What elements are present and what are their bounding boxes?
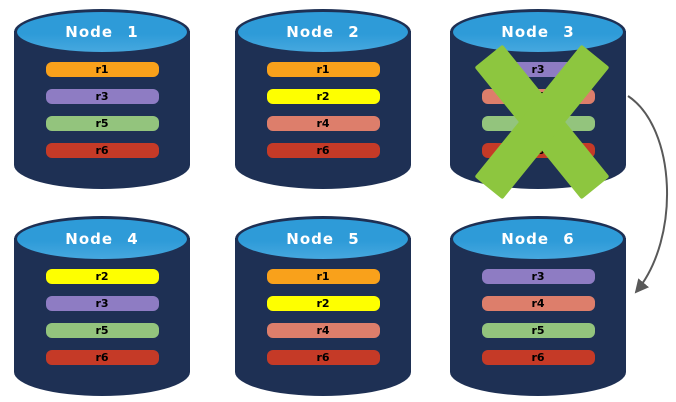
- replica-label: r2: [316, 90, 330, 103]
- replica-bar-r4: r4: [481, 296, 595, 311]
- replica-label: r6: [531, 351, 545, 364]
- replica-bar-r3: r3: [45, 89, 159, 104]
- replica-label: r2: [95, 270, 109, 283]
- cylinder-body: [235, 238, 411, 396]
- node-cylinder-5: Node 5 r1 r2 r4 r6: [235, 216, 411, 396]
- node-title: Node 3: [501, 23, 575, 41]
- replica-bar-r3: r3: [45, 296, 159, 311]
- cylinder-top: Node 6: [450, 216, 626, 262]
- cylinder-top: Node 2: [235, 9, 411, 55]
- node-title: Node 2: [286, 23, 360, 41]
- node-cylinder-1: Node 1 r1 r3 r5 r6: [14, 9, 190, 189]
- replica-bar-r6: r6: [266, 350, 380, 365]
- cylinder-body: [450, 238, 626, 396]
- replica-label: r4: [531, 297, 545, 310]
- node-title: Node 1: [65, 23, 139, 41]
- node-cylinder-4: Node 4 r2 r3 r5 r6: [14, 216, 190, 396]
- replica-bar-r4: r4: [266, 116, 380, 131]
- replica-label: r4: [316, 324, 330, 337]
- cylinder-top: Node 1: [14, 9, 190, 55]
- replica-label: r1: [316, 270, 330, 283]
- cylinder-body: [235, 31, 411, 189]
- replica-label: r2: [316, 297, 330, 310]
- replica-list: r1 r3 r5 r6: [14, 62, 190, 158]
- replica-bar-r5: r5: [45, 323, 159, 338]
- replica-list: r1 r2 r4 r6: [235, 269, 411, 365]
- replica-label: r6: [95, 144, 109, 157]
- replica-list: r1 r2 r4 r6: [235, 62, 411, 158]
- cylinder-top: Node 3: [450, 9, 626, 55]
- replica-label: r1: [95, 63, 109, 76]
- replica-bar-r3: r3: [481, 269, 595, 284]
- replica-bar-r1: r1: [266, 269, 380, 284]
- replica-bar-r6: r6: [45, 143, 159, 158]
- replica-bar-r4: r4: [266, 323, 380, 338]
- replica-bar-r1: r1: [45, 62, 159, 77]
- replica-bar-r6: r6: [45, 350, 159, 365]
- replica-bar-r5: r5: [45, 116, 159, 131]
- cylinder-body: [14, 31, 190, 189]
- node-cylinder-6: Node 6 r3 r4 r5 r6: [450, 216, 626, 396]
- node-cylinder-3: Node 3r3r4r5r6: [450, 9, 626, 199]
- node-title: Node 6: [501, 230, 575, 248]
- replica-bar-r6: r6: [266, 143, 380, 158]
- replica-bar-r1: r1: [266, 62, 380, 77]
- cylinder-body: [14, 238, 190, 396]
- node-cylinder-2: Node 2 r1 r2 r4 r6: [235, 9, 411, 189]
- replica-bar-r5: r5: [481, 323, 595, 338]
- replica-label: r6: [316, 144, 330, 157]
- replica-label: r6: [316, 351, 330, 364]
- replica-bar-r2: r2: [45, 269, 159, 284]
- replica-label: r5: [531, 324, 545, 337]
- replica-label: r3: [531, 270, 545, 283]
- replica-list: r3 r4 r5 r6: [450, 269, 626, 365]
- replica-label: r3: [531, 63, 545, 76]
- replica-bar-r2: r2: [266, 89, 380, 104]
- cylinder-top: Node 5: [235, 216, 411, 262]
- node-title: Node 5: [286, 230, 360, 248]
- cylinder-top: Node 4: [14, 216, 190, 262]
- replica-label: r6: [95, 351, 109, 364]
- replica-label: r4: [316, 117, 330, 130]
- replica-label: r3: [95, 90, 109, 103]
- replica-bar-r6: r6: [481, 350, 595, 365]
- replica-label: r3: [95, 297, 109, 310]
- replica-label: r1: [316, 63, 330, 76]
- node-title: Node 4: [65, 230, 139, 248]
- replica-label: r5: [95, 117, 109, 130]
- replica-bar-r2: r2: [266, 296, 380, 311]
- failover-arrow-path: [627, 95, 668, 294]
- replica-label: r5: [95, 324, 109, 337]
- failure-x-icon: [474, 44, 610, 199]
- replica-list: r2 r3 r5 r6: [14, 269, 190, 365]
